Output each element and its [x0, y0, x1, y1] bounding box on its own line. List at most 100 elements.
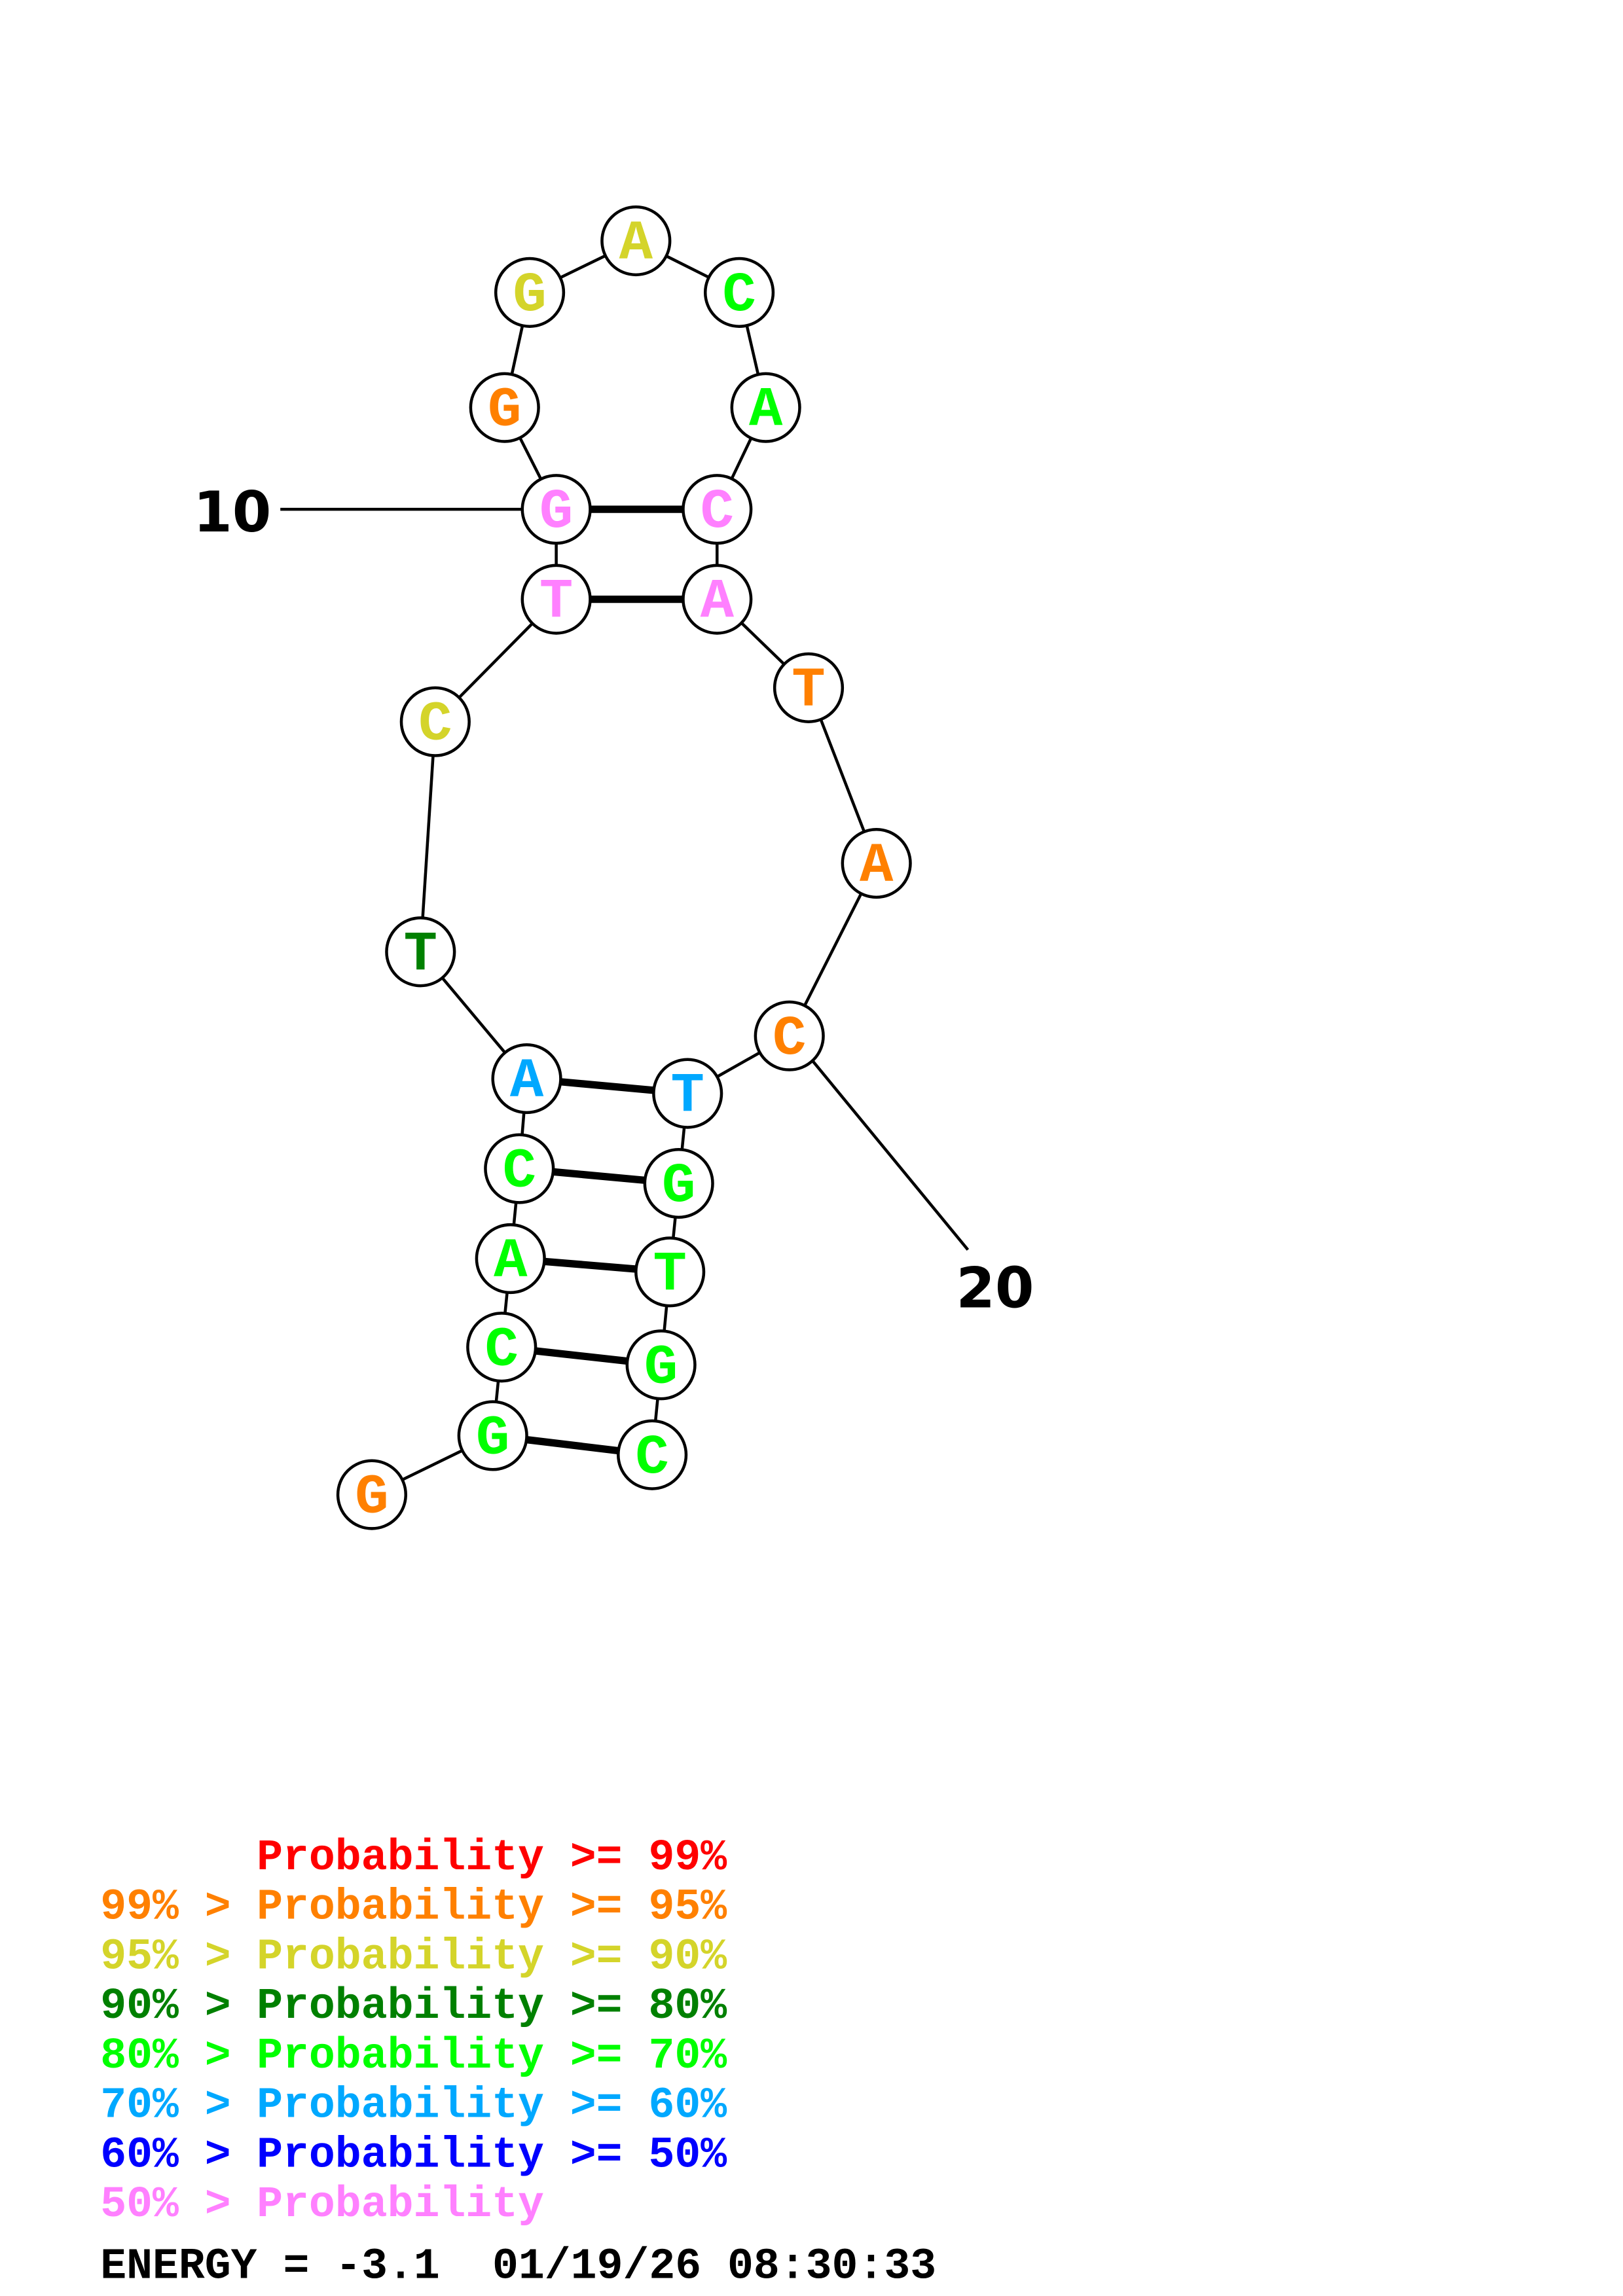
nucleotide-23: T	[634, 1236, 706, 1308]
backbone-segment	[421, 755, 435, 918]
nucleotide-circle	[682, 474, 753, 545]
nucleotide-18: T	[773, 652, 845, 723]
backbone-segment	[441, 977, 507, 1054]
legend-row: 90% > Probability >= 80%	[100, 1982, 727, 2031]
nucleotide-11: G	[469, 372, 540, 443]
nucleotide-circle	[634, 1236, 706, 1308]
energy-value: ENERGY = -3.1	[100, 2242, 440, 2291]
position-label-20: 20	[956, 1256, 1034, 1321]
legend-prefix: 80% >	[100, 2032, 257, 2081]
nucleotide-7: T	[385, 916, 456, 988]
base-pair-lines	[526, 505, 684, 1455]
nucleotide-base: T	[539, 571, 573, 634]
nucleotide-base: A	[701, 571, 735, 634]
nucleotide-base: C	[635, 1426, 668, 1490]
backbone-segment	[458, 622, 534, 699]
legend-text: Probability >= 90%	[257, 1932, 727, 1981]
legend-text: Probability >= 95%	[257, 1883, 727, 1932]
legend-row: 95% > Probability >= 90%	[100, 1932, 727, 1981]
nucleotide-base: A	[510, 1050, 544, 1113]
nucleotide-10: G	[520, 474, 592, 545]
nucleotide-base: A	[494, 1230, 528, 1293]
nucleotide-circle	[475, 1223, 546, 1295]
legend-prefix: 70% >	[100, 2081, 257, 2130]
legend-row: 60% > Probability >= 50%	[100, 2130, 727, 2179]
backbone-segment	[740, 622, 786, 666]
backbone-segment	[512, 1202, 518, 1225]
nucleotide-base: G	[662, 1155, 695, 1218]
nucleotide-base: G	[355, 1466, 388, 1530]
legend-row: Probability >= 99%	[257, 1833, 727, 1882]
nucleotide-base: C	[773, 1007, 806, 1071]
nucleotide-base: T	[670, 1065, 704, 1128]
nucleotide-circle	[625, 1329, 697, 1401]
nucleotide-base: T	[653, 1243, 686, 1306]
nucleotide-2: G	[457, 1400, 528, 1471]
nucleotide-base: C	[701, 480, 734, 544]
nucleotide-circle	[494, 257, 566, 328]
backbone-segment	[494, 1380, 500, 1403]
nucleotide-circle	[682, 564, 753, 635]
backbone-segment	[672, 1217, 677, 1238]
nucleotide-base: G	[513, 264, 546, 327]
nucleotide-15: A	[730, 372, 801, 443]
nucleotide-circle	[399, 686, 471, 757]
nucleotide-base: T	[792, 659, 825, 723]
legend-prefix: 50% >	[100, 2180, 257, 2229]
backbone-segment	[803, 893, 863, 1007]
nucleotide-8: C	[399, 686, 471, 757]
nucleotide-3: C	[466, 1312, 538, 1383]
nucleotide-base: T	[404, 923, 437, 986]
nucleotide-circle	[385, 916, 456, 988]
backbone-lines	[401, 254, 866, 1481]
nucleotide-21: T	[652, 1058, 723, 1129]
nucleotide-circle	[652, 1058, 723, 1129]
nucleotide-base: C	[485, 1318, 519, 1382]
nucleotide-circle	[491, 1043, 562, 1115]
nucleotide-base: C	[503, 1140, 536, 1204]
backbone-segment	[819, 719, 866, 833]
nucleotide-circle	[457, 1400, 528, 1471]
backbone-segment	[503, 1292, 509, 1314]
probability-legend: Probability >= 99%99% > Probability >= 9…	[100, 1833, 727, 2229]
backbone-segment	[510, 325, 524, 375]
nucleotide-17: A	[682, 564, 753, 635]
nucleotide-circle	[336, 1459, 408, 1530]
backbone-segment	[730, 437, 753, 480]
legend-row: 50% > Probability	[100, 2180, 544, 2229]
nucleotide-circle	[600, 205, 672, 277]
legend-text: Probability >= 80%	[257, 1982, 727, 2031]
nucleotide-base: A	[619, 212, 653, 276]
nucleotide-5: C	[484, 1133, 555, 1204]
position-label-line	[810, 1058, 970, 1251]
nucleotide-25: C	[617, 1419, 688, 1490]
backbone-segment	[665, 255, 710, 279]
nucleotide-12: G	[494, 257, 566, 328]
position-label-10: 10	[193, 480, 271, 545]
nucleotide-circle	[469, 372, 540, 443]
nucleotide-9: T	[520, 564, 592, 635]
backbone-segment	[680, 1126, 686, 1150]
base-pair-bond	[535, 1347, 628, 1365]
nucleotide-circle	[730, 372, 801, 443]
legend-row: 99% > Probability >= 95%	[100, 1883, 727, 1932]
nucleotide-6: A	[491, 1043, 562, 1115]
nucleotide-base: C	[722, 264, 756, 327]
nucleotide-14: C	[703, 257, 775, 328]
legend-text: Probability >= 60%	[257, 2081, 727, 2130]
nucleotide-20: C	[754, 1000, 825, 1071]
backbone-segment	[520, 1112, 526, 1136]
legend-prefix: 90% >	[100, 1982, 257, 2031]
backbone-segment	[663, 1305, 668, 1331]
backbone-segment	[716, 1051, 761, 1079]
backbone-segment	[745, 325, 760, 375]
base-pair-bond	[553, 1168, 646, 1184]
nucleotide-base: A	[860, 834, 894, 898]
nucleotide-13: A	[600, 205, 672, 277]
legend-text: Probability >= 99%	[257, 1833, 727, 1882]
legend-text: Probability >= 50%	[257, 2130, 727, 2179]
nucleotide-circle	[754, 1000, 825, 1071]
backbone-segment	[519, 437, 543, 480]
